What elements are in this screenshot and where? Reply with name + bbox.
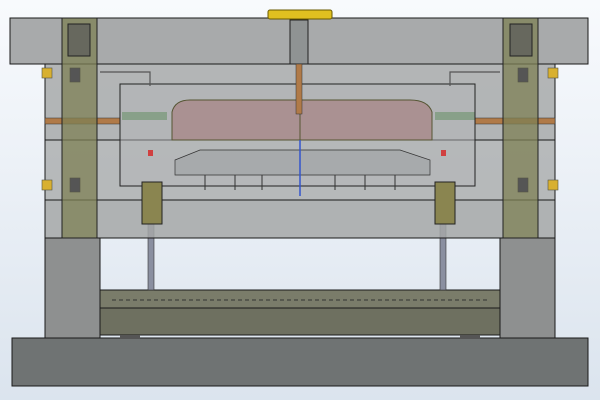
guide-bushing-left [141,181,163,225]
spacer-rail-right [499,237,556,339]
cap-screws [41,67,559,193]
core-insert [174,149,431,176]
support-pad-left [120,335,140,339]
cooling-channel-left [100,71,151,86]
ejector-retainer-plate [99,289,501,309]
support-pad-right [460,335,480,339]
bottom-clamp-plate [11,337,589,387]
guide-bushing-right [434,181,456,225]
guide-pillar-right [502,17,539,239]
ejector-pins [204,175,396,190]
ejector-marker-left [148,150,153,156]
locating-ring [267,9,333,20]
molded-part [171,99,433,141]
cooling-channel-right [449,71,500,86]
sprue-bushing-body [289,19,309,65]
spacer-rail-left [44,237,101,339]
ejector-marker-right [441,150,446,156]
guide-pillar-left [61,17,98,239]
support-plate [44,199,556,239]
sprue [295,63,303,115]
ejector-plate [99,307,501,336]
